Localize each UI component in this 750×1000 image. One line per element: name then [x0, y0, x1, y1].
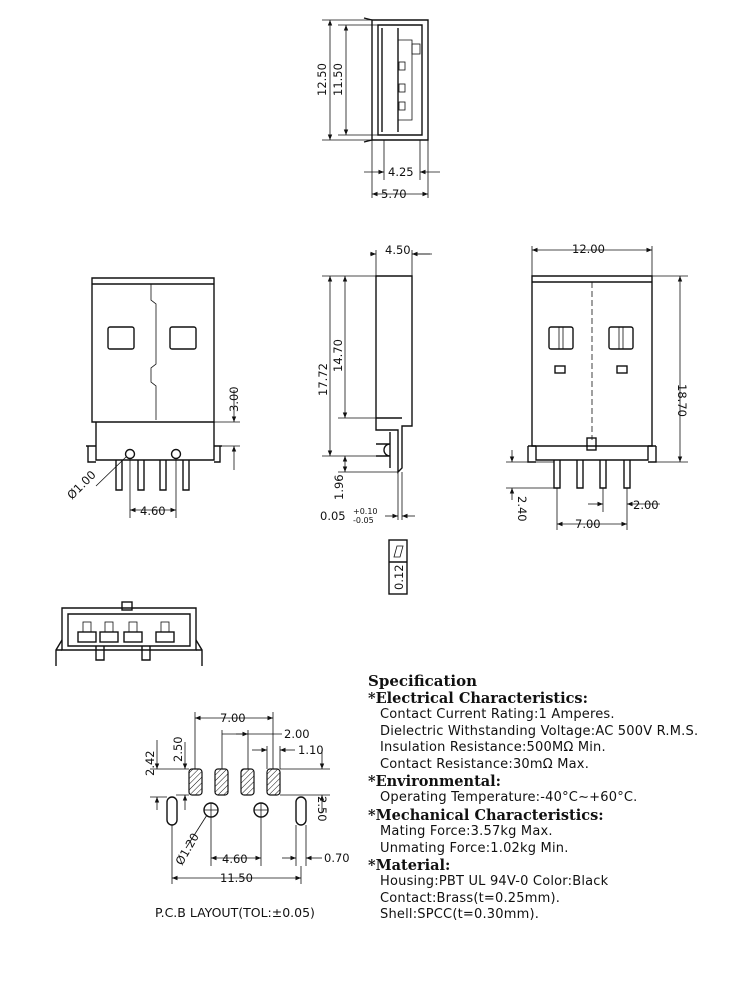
dim-front-pin-span: 4.60 [140, 504, 166, 518]
dim-pcb-slot-w: 0.70 [324, 851, 350, 865]
dim-top-h-outer: 12.50 [315, 63, 329, 96]
flatness-tolerance: 0.12 [392, 564, 406, 590]
pcb-layout-caption: P.C.B LAYOUT(TOL:±0.05) [155, 905, 315, 920]
dim-pcb-pad-len-right: 2.50 [315, 796, 329, 822]
spec-line: Unmating Force:1.02kg Min. [380, 840, 569, 856]
dim-top-w-inner: 4.25 [388, 165, 414, 179]
dim-side-offset-tol-plus: +0.10 [353, 507, 378, 516]
dim-side-width: 4.50 [385, 243, 411, 257]
pcb-layout: 7.00 2.00 1.10 2.50 2.42 2.50 Ø1.20 4.60… [143, 711, 350, 885]
dim-rear-span: 7.00 [575, 517, 601, 531]
top-view: 12.50 11.50 4.25 5.70 [315, 17, 440, 201]
spec-line: Contact Current Rating:1 Amperes. [380, 707, 615, 722]
spec-heading-electrical: *Electrical Characteristics: [368, 690, 588, 707]
bottom-view [55, 601, 203, 666]
dim-pcb-pad-len-left: 2.50 [171, 736, 185, 762]
dim-pcb-total: 11.50 [220, 871, 253, 885]
spec-line: Operating Temperature:-40°C∼+60°C. [380, 790, 638, 806]
dim-side-offset-tol-minus: -0.05 [353, 516, 374, 525]
dim-pcb-hole-span: 4.60 [222, 852, 248, 866]
dim-front-step: 3.00 [227, 386, 241, 412]
dim-rear-height: 18.70 [675, 384, 689, 417]
dim-side-offset: 0.05 [320, 509, 346, 523]
dim-side-body: 14.70 [331, 339, 345, 372]
rear-view: 12.00 18.70 2.40 2.00 7.00 [506, 242, 689, 531]
spec-line: Contact:Brass(t=0.25mm). [380, 890, 561, 906]
spec-line: Mating Force:3.57kg Max. [380, 823, 553, 839]
dim-rear-width: 12.00 [572, 242, 605, 256]
spec-line: Shell:SPCC(t=0.30mm). [380, 907, 540, 923]
dim-front-pin-hole: Ø1.00 [64, 468, 98, 502]
spec-heading-environmental: *Environmental: [368, 773, 502, 791]
front-view: 4.60 3.00 Ø1.00 [64, 277, 241, 518]
spec-line: Housing:PBT UL 94V-0 Color:Black [380, 874, 609, 890]
dim-pcb-pad-w: 1.10 [298, 743, 324, 757]
dim-pcb-span: 7.00 [220, 711, 246, 725]
spec-line: Contact Resistance:30mΩ Max. [380, 756, 590, 772]
dim-top-w-outer: 5.70 [381, 187, 407, 201]
side-view: 4.50 14.70 17.72 1.96 0.05 +0.10 -0.05 0… [316, 243, 432, 595]
dim-side-total: 17.72 [316, 363, 330, 396]
dim-side-tail: 1.96 [332, 474, 346, 500]
dim-pcb-pitch: 2.00 [284, 727, 310, 741]
spec-line: Dielectric Withstanding Voltage:AC 500V … [380, 723, 699, 739]
dim-rear-pin-len: 2.40 [515, 496, 529, 522]
specification-block: Specification *Electrical Characteristic… [368, 672, 748, 924]
dim-top-h-inner: 11.50 [331, 63, 345, 96]
spec-line: Insulation Resistance:500MΩ Min. [380, 740, 606, 756]
dim-pcb-row-offset: 2.42 [143, 750, 157, 776]
dim-rear-pitch: 2.00 [633, 498, 659, 512]
spec-heading-mechanical: *Mechanical Characteristics: [368, 806, 604, 824]
spec-heading-material: *Material: [368, 857, 451, 875]
dim-pcb-hole: Ø1.20 [172, 830, 201, 867]
spec-title: Specification [368, 672, 477, 690]
